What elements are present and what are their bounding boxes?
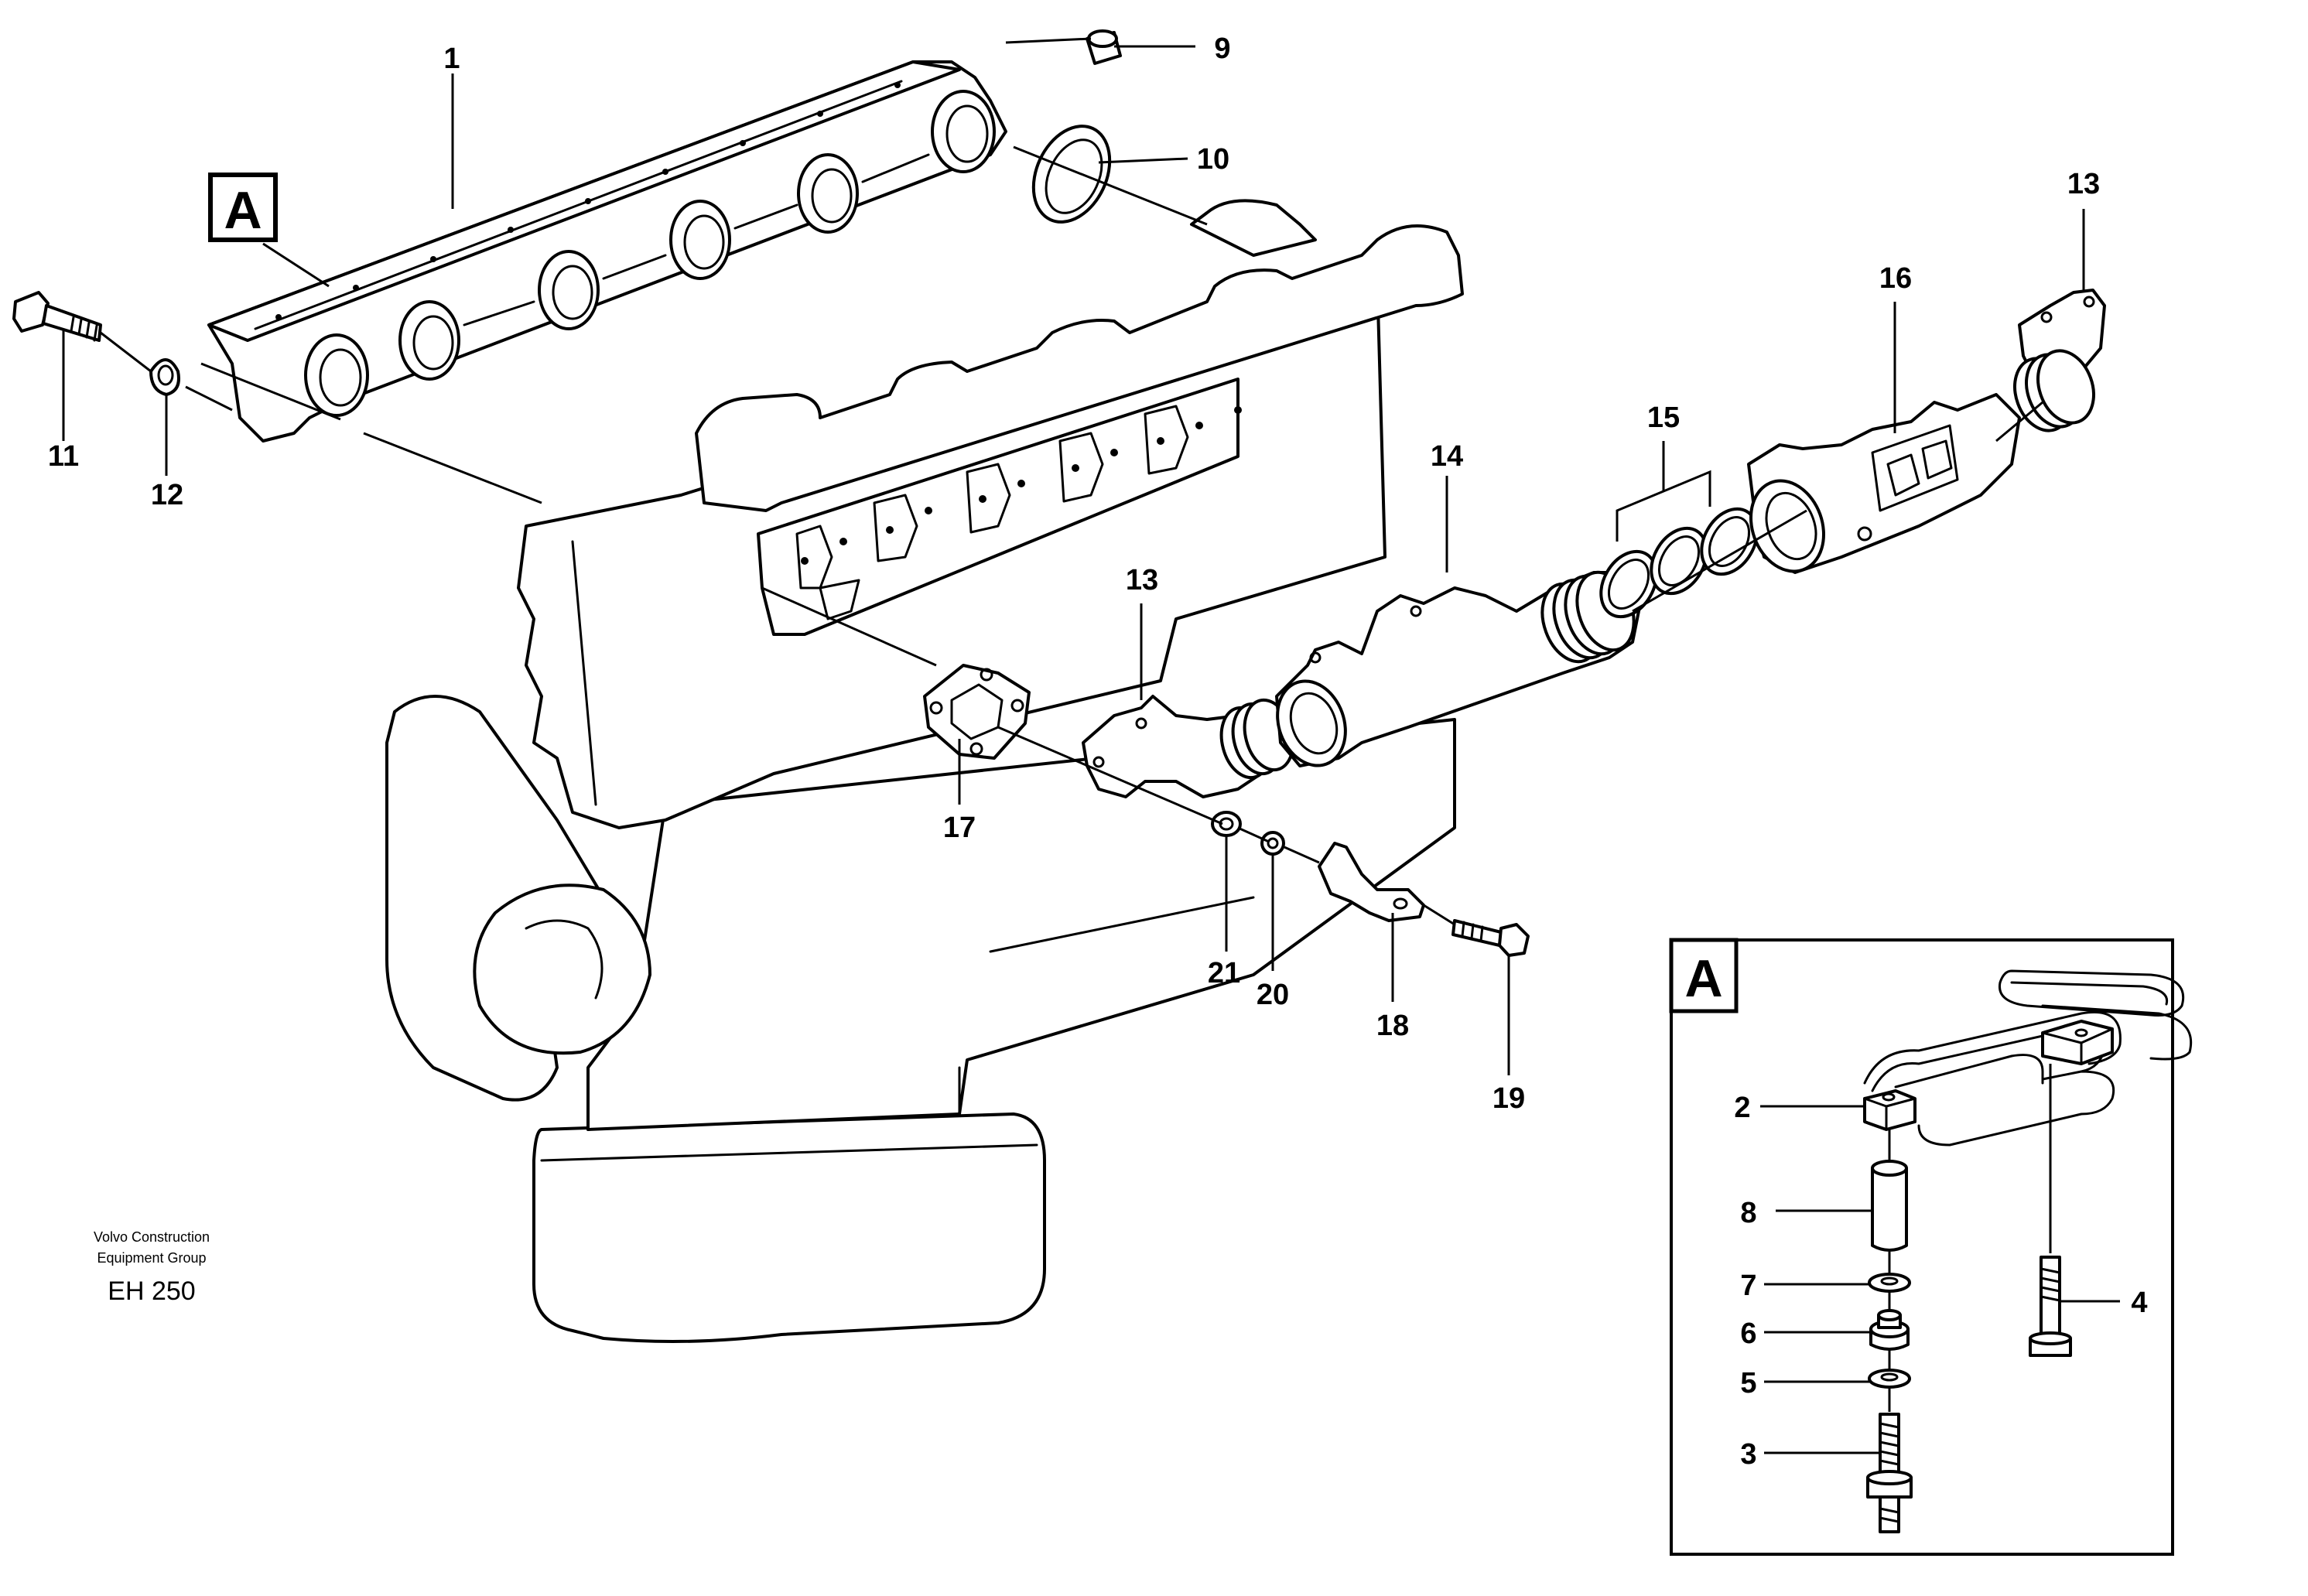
label-13-lower: 13 [1126, 564, 1158, 596]
bolt-19 [1451, 919, 1530, 957]
label-17: 17 [943, 812, 976, 844]
label-20: 20 [1257, 979, 1289, 1011]
label-13-upper: 13 [2067, 168, 2100, 200]
block-upper [2041, 1020, 2114, 1065]
nut-21 [1211, 811, 1242, 837]
block-2 [1863, 1089, 1916, 1131]
label-4: 4 [2131, 1287, 2147, 1319]
engine-block [385, 199, 1464, 1343]
model-code: EH 250 [108, 1276, 195, 1306]
washer-7 [1868, 1273, 1911, 1293]
heater-coil [1863, 969, 2193, 1147]
callout-a: A [208, 173, 278, 242]
label-5: 5 [1740, 1367, 1756, 1399]
part-labels: 1 9 10 11 12 13 16 15 14 13 17 21 20 18 … [48, 32, 2148, 1471]
label-18: 18 [1376, 1010, 1409, 1042]
label-3: 3 [1740, 1438, 1756, 1471]
exhaust-manifold [207, 60, 1007, 443]
credit-line-2: Equipment Group [97, 1250, 206, 1266]
label-12: 12 [151, 479, 183, 511]
callout-a-letter: A [224, 181, 262, 240]
leader-lines [62, 37, 2085, 1075]
label-1: 1 [443, 43, 460, 75]
connector-16 [1747, 393, 2021, 574]
label-11: 11 [48, 440, 79, 473]
bolt-4 [2029, 1256, 2072, 1357]
label-10: 10 [1197, 143, 1229, 176]
spacer-8 [1871, 1160, 1908, 1252]
credit-line-1: Volvo Construction [94, 1229, 210, 1245]
flange-17 [923, 664, 1031, 760]
washer-12 [149, 358, 180, 396]
seal-rings-15 [1599, 507, 1759, 619]
label-7: 7 [1740, 1270, 1756, 1302]
nut-6 [1869, 1309, 1910, 1351]
label-2: 2 [1734, 1092, 1750, 1124]
elbow-13-upper [2013, 289, 2106, 432]
label-21: 21 [1208, 957, 1240, 989]
label-14: 14 [1431, 440, 1463, 473]
bolt-11 [12, 291, 102, 342]
washer-20 [1260, 831, 1285, 856]
detail-axis-lines [1888, 1064, 2052, 1412]
label-19: 19 [1493, 1082, 1525, 1115]
detail-a-letter: A [1684, 949, 1722, 1008]
label-8: 8 [1740, 1197, 1756, 1229]
label-16: 16 [1879, 262, 1912, 295]
publisher-credit: Volvo Construction Equipment Group EH 25… [94, 1229, 210, 1306]
label-15: 15 [1647, 402, 1680, 434]
detail-leader-lines [1760, 1105, 2120, 1454]
label-9: 9 [1214, 32, 1230, 65]
washer-5 [1868, 1369, 1911, 1389]
stud-3 [1866, 1413, 1913, 1533]
detail-a-panel: A [1669, 938, 2193, 1556]
label-6: 6 [1740, 1317, 1756, 1350]
gasket-ring-10 [1031, 125, 1112, 224]
